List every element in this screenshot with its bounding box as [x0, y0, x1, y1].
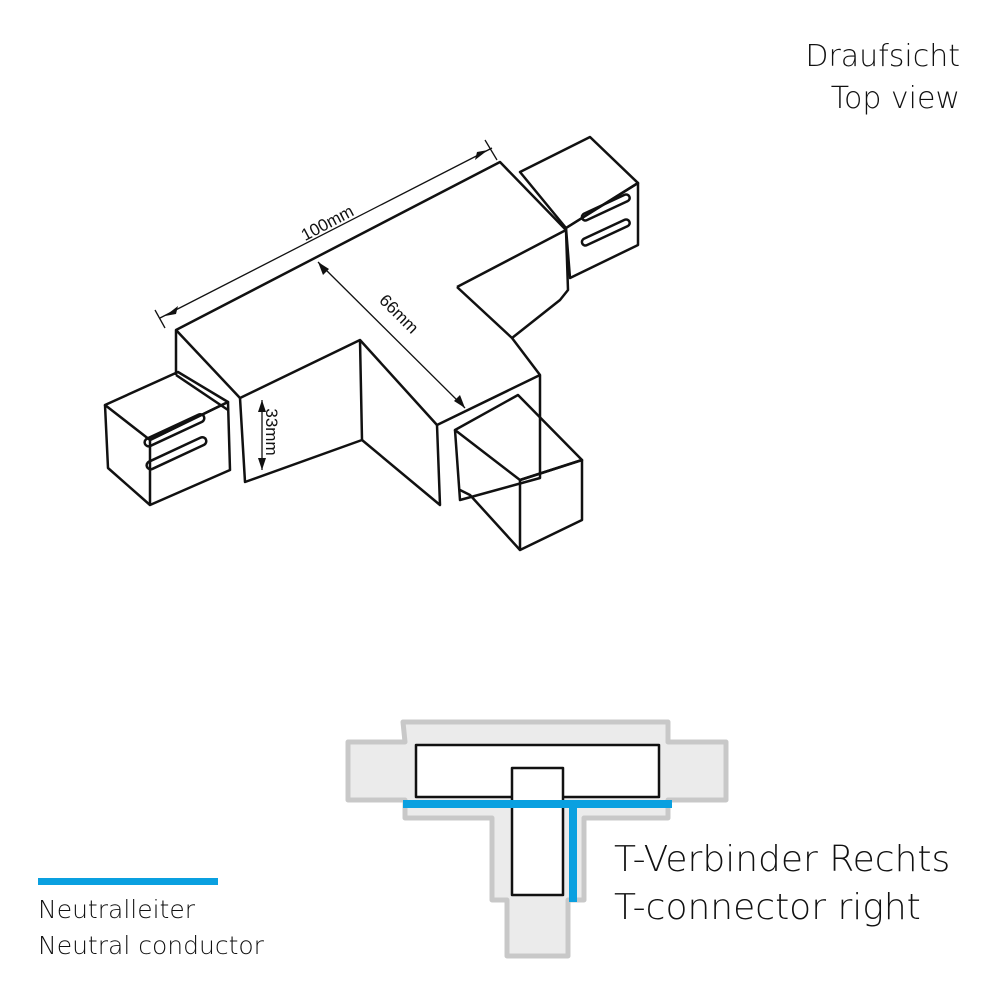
front-end-plug — [453, 393, 584, 552]
view-label: Draufsicht Top view — [805, 36, 960, 120]
connector-name-de: T-Verbinder Rechts — [614, 839, 951, 880]
dimension-arrows — [165, 150, 488, 470]
dim-length-label: 100mm — [298, 201, 357, 244]
dim-depth-label: 66mm — [375, 291, 422, 338]
neutral-conductor — [403, 800, 672, 902]
connector-name: T-Verbinder Rechts T-connector right — [614, 836, 950, 932]
right-end-plug — [518, 135, 640, 280]
legend: Neutralleiter Neutral conductor — [38, 892, 264, 964]
legend-swatch — [38, 878, 218, 885]
view-label-en: Top view — [830, 81, 960, 116]
legend-label-en: Neutral conductor — [38, 931, 264, 960]
connector-name-en: T-connector right — [614, 887, 921, 928]
dim-height-label: 33mm — [262, 408, 281, 455]
connector-body — [174, 160, 570, 507]
left-end-plug — [103, 370, 232, 507]
legend-label-de: Neutralleiter — [38, 895, 196, 924]
top-view-inner-stem — [510, 766, 565, 897]
view-label-de: Draufsicht — [805, 39, 960, 74]
